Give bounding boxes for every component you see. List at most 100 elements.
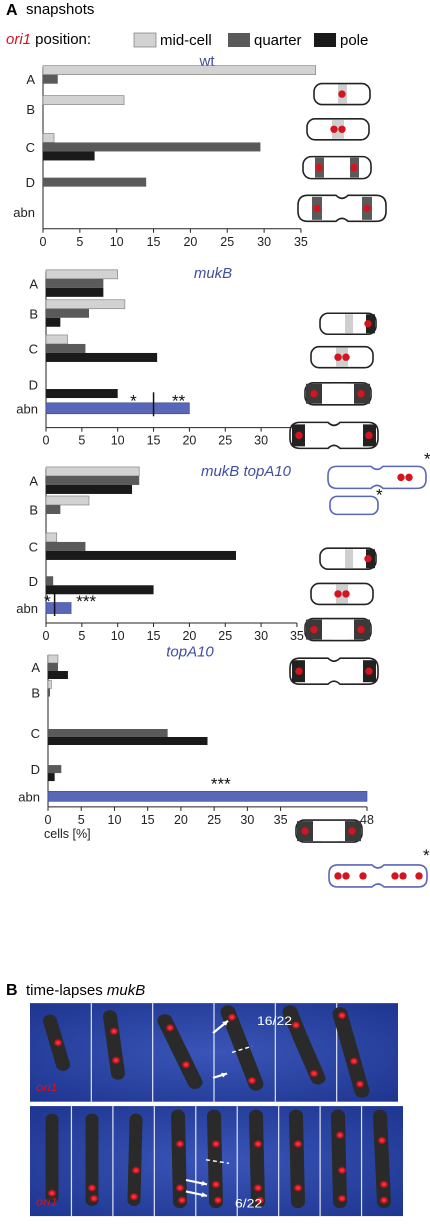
x-tick-label: 30 — [240, 813, 254, 827]
x-tick-label: 0 — [43, 629, 50, 643]
timelapse-label: ori1 — [36, 1081, 58, 1094]
bar-d-pole — [46, 389, 118, 399]
ori1-focus — [313, 204, 321, 213]
cell-body — [127, 1113, 143, 1206]
x-tick-label: 10 — [111, 629, 125, 643]
panel-b-letter: B — [6, 982, 18, 999]
cell-outline — [302, 155, 372, 180]
timelapse-strip-1: ori1 16/22 — [30, 1003, 398, 1102]
timelapse-label: ori1 — [36, 1195, 58, 1208]
bar-c-midcell — [45, 334, 68, 345]
bar-c-quarter — [43, 142, 261, 152]
x-tick-label: 20 — [182, 434, 196, 448]
chart-title: mukB topA10 — [201, 463, 292, 480]
midcell-band — [331, 619, 347, 640]
x-tick-label: 25 — [207, 813, 221, 827]
ori1-focus — [365, 431, 373, 440]
arrow-head — [201, 1192, 207, 1198]
x-tick-label: 0 — [40, 235, 47, 249]
cell-schematic-b — [310, 582, 374, 606]
x-tick-label: 10 — [110, 235, 124, 249]
x-tick-label: 30 — [254, 434, 268, 448]
cell-body — [103, 1010, 125, 1080]
bar-b-midcell — [42, 95, 125, 105]
cell-schematic-abn: *** — [327, 449, 430, 516]
ori1-focus — [364, 555, 372, 563]
ori1-signal — [131, 1166, 141, 1175]
bar-d-pole — [46, 585, 154, 595]
midcell-band — [331, 383, 347, 404]
legend: ori1 position: mid-cell quarter pole — [6, 31, 368, 49]
cell-schematic-b — [306, 117, 370, 141]
x-tick-label: 25 — [220, 235, 234, 249]
category-label-abn: abn — [16, 401, 38, 416]
cell-body — [331, 1109, 347, 1209]
cell-body — [332, 1007, 370, 1098]
x-tick-label: 35 — [294, 235, 308, 249]
cell-schematic-c — [304, 617, 372, 642]
x-tick-label: 35 — [290, 629, 304, 643]
bar-a-quarter — [48, 662, 58, 671]
chart-title: topA10 — [166, 643, 214, 660]
x-tick-label: 5 — [78, 813, 85, 827]
bar-c-pole — [46, 352, 158, 362]
category-label-abn: abn — [18, 789, 40, 804]
bar-b-midcell — [45, 495, 90, 506]
category-label-b: B — [29, 502, 38, 517]
ori1-signal — [177, 1196, 187, 1205]
panel-a-letter: A — [6, 2, 18, 19]
cell-schematic-c — [302, 155, 372, 180]
annotation-star: * — [130, 391, 137, 410]
bar-c-pole — [46, 550, 237, 560]
legend-label: ori1 position: — [6, 31, 91, 48]
ori1-focus — [350, 163, 358, 172]
category-label-d: D — [29, 378, 38, 393]
cell-outline — [289, 657, 379, 685]
cell-schematic-b — [310, 345, 374, 369]
x-tick-label: 0 — [43, 434, 50, 448]
bar-c-midcell — [42, 133, 55, 143]
ori1-signal — [213, 1196, 223, 1205]
cell-outline — [328, 864, 428, 888]
annotation-star: * — [44, 592, 51, 611]
x-tick-label: 25 — [218, 629, 232, 643]
legend-position-label: position: — [31, 31, 91, 48]
legend-ori-label: ori1 — [6, 31, 31, 48]
bar-b-quarter — [48, 688, 50, 697]
category-label-c: C — [26, 140, 35, 155]
category-label-a: A — [29, 473, 38, 488]
bar-abn — [45, 602, 72, 614]
bar-b-quarter — [46, 504, 61, 514]
ori1-focus — [342, 353, 350, 361]
legend-entry-pole: pole — [340, 32, 368, 49]
bar-a-midcell — [47, 654, 59, 664]
bar-d-quarter — [43, 177, 147, 187]
annotation-stars: ** — [172, 391, 186, 410]
midcell-band — [336, 347, 348, 367]
category-label-a: A — [29, 276, 38, 291]
timelapse-fraction: 16/22 — [257, 1014, 292, 1028]
legend-swatch-pole — [314, 33, 336, 47]
bar-c-quarter — [46, 541, 86, 551]
bar-b-midcell — [47, 680, 52, 689]
ori1-signal — [349, 1057, 359, 1066]
x-tick-label: 5 — [78, 434, 85, 448]
annotation-stars: *** — [211, 774, 231, 793]
ori1-signal — [337, 1194, 347, 1203]
midcell-band — [336, 584, 348, 604]
cell-schematics: ****** — [289, 82, 430, 888]
panel-b-title-plain: time-lapses — [26, 982, 107, 999]
ori1-focus — [334, 872, 342, 880]
arrow-head — [221, 1072, 227, 1078]
ori1-focus — [330, 125, 338, 133]
category-label-d: D — [31, 762, 40, 777]
ori1-focus — [310, 625, 318, 634]
ori1-signal — [309, 1069, 319, 1078]
bar-a-pole — [48, 670, 68, 679]
category-label-abn: abn — [16, 601, 38, 616]
division-line — [231, 1045, 253, 1054]
category-label-b: B — [31, 686, 40, 701]
